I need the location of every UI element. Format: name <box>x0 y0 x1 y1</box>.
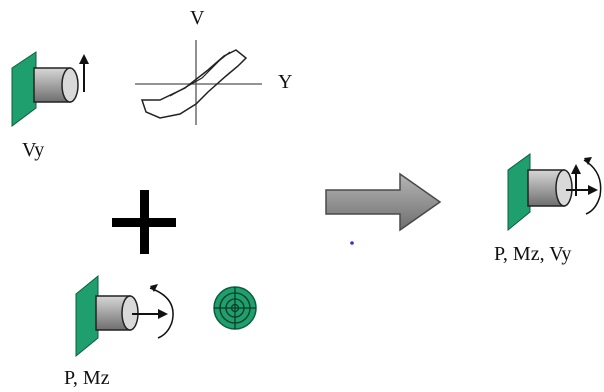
big-right-arrow-icon <box>325 172 442 232</box>
hysteresis-plot <box>135 40 262 125</box>
axis-y-label: Y <box>278 71 293 93</box>
vy-cylinder-end <box>61 67 79 103</box>
combined-plate <box>507 153 531 232</box>
axis-v-label: V <box>190 7 205 29</box>
combined-cylinder-end <box>555 169 573 207</box>
p-mz-specimen-icon <box>75 274 174 358</box>
combined-specimen-icon <box>507 153 602 232</box>
vy-plate <box>11 51 37 127</box>
vy-specimen-icon <box>11 51 89 127</box>
p-mz-plate <box>75 274 99 358</box>
cross-section-target-icon <box>213 286 257 330</box>
p-mz-vy-label: P, Mz, Vy <box>494 243 572 265</box>
plus-icon <box>112 190 176 254</box>
hysteresis-loop <box>140 49 248 119</box>
p-mz-label: P, Mz <box>64 367 110 389</box>
stray-dot <box>350 241 354 245</box>
combined-moment-arrow <box>583 159 602 215</box>
moment-arrow <box>149 287 174 339</box>
vy-label: Vy <box>22 139 45 161</box>
